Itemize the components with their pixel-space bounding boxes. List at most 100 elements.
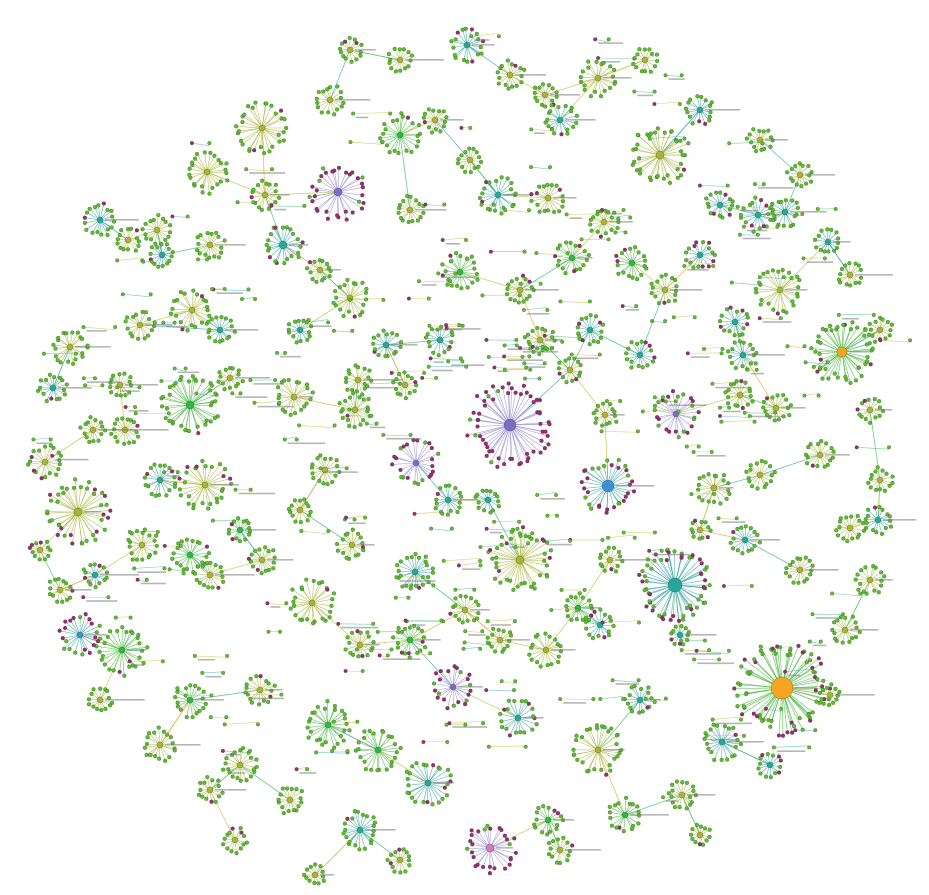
cluster-spoke-edge [496,547,521,561]
leaf-node [465,59,470,64]
leaf-node [505,176,510,181]
leaf-node [469,27,475,32]
leaf-node [877,504,882,510]
cluster-spoke-edge [206,171,228,181]
leaf-node [224,161,229,166]
leaf-node [857,629,862,635]
leaf-node [546,124,551,129]
leaf-node [156,725,161,730]
leaf-node [853,378,859,383]
leaf-node [543,429,548,434]
leaf-node [808,718,813,723]
leaf-node [646,690,651,695]
leaf-node [109,208,114,214]
pair-edge [607,534,635,539]
cluster-spoke-edge [311,593,335,604]
leaf-node [396,150,401,156]
leaf-node [880,507,885,512]
inter-cluster-edge [759,454,821,476]
leaf-node [549,661,554,667]
leaf-node [405,776,410,782]
leaf-node [838,271,843,277]
leaf-node [727,328,732,334]
leaf-node [436,451,441,456]
cluster-spoke-edge [51,511,79,521]
pair-edge [536,252,568,257]
leaf-node [142,527,148,532]
leaf-node [667,429,672,434]
cluster-spoke-edge [658,413,677,426]
leaf-node [700,264,705,269]
leaf-node [304,577,309,582]
leaf-node [169,469,175,474]
leaf-node [734,309,740,314]
leaf-node [849,635,855,641]
leaf-node [740,308,745,313]
leaf-node [750,200,755,206]
pair-edge [654,101,680,105]
leaf-node [355,809,361,815]
leaf-node [743,380,748,385]
leaf-node [281,810,286,816]
leaf-node [585,476,590,481]
leaf-node [578,79,584,85]
leaf-node [350,170,355,175]
pair-edge [406,621,444,623]
leaf-node [49,396,54,401]
leaf-node [412,480,417,485]
leaf-node [565,608,570,613]
inter-cluster-edge [415,462,449,501]
leaf-node [184,537,190,542]
cluster-spoke-edge [189,404,218,417]
leaf-node [80,354,85,359]
leaf-node [110,214,115,219]
hub-node [846,271,854,279]
leaf-node [789,275,794,281]
inter-cluster-edge [399,119,436,136]
node-label-mark [210,484,239,486]
leaf-node [314,206,319,212]
cluster-spoke-edge [312,186,339,193]
cluster-spoke-edge [575,739,599,751]
cluster-spoke-edge [204,468,226,486]
leaf-node [347,395,353,400]
leaf-node [719,313,724,318]
cluster-spoke-edge [189,379,196,406]
cluster-spoke-edge [121,634,139,651]
leaf-node [54,472,59,477]
leaf-node [672,804,678,810]
leaf-node [636,809,641,815]
pair-edge [649,135,685,139]
leaf-node [565,127,570,132]
inter-cluster-edge [385,344,406,386]
leaf-node [855,513,860,519]
leaf-node [38,378,44,383]
leaf-node [344,721,349,727]
leaf-node [779,199,784,205]
leaf-node [656,400,661,405]
leaf-node [730,199,735,204]
leaf-node [398,745,403,751]
cluster-spoke-edge [414,462,417,483]
leaf-node [357,847,362,852]
leaf-node [666,791,671,796]
leaf-node [513,390,518,395]
leaf-node [858,275,864,280]
pair-edge [122,294,151,298]
leaf-node [64,486,69,491]
leaf-node [856,365,862,370]
leaf-node [48,498,54,503]
leaf-node [208,501,213,507]
cluster-spoke-edge [327,701,329,726]
leaf-node [66,359,71,364]
leaf-node [289,253,294,259]
leaf-node [811,364,816,370]
leaf-node [105,227,111,232]
leaf-node [708,192,713,197]
leaf-node [574,617,580,622]
leaf-node [117,669,122,675]
leaf-node [340,407,345,412]
leaf-node [352,314,357,319]
leaf-node [409,149,414,155]
leaf-node [170,556,175,561]
